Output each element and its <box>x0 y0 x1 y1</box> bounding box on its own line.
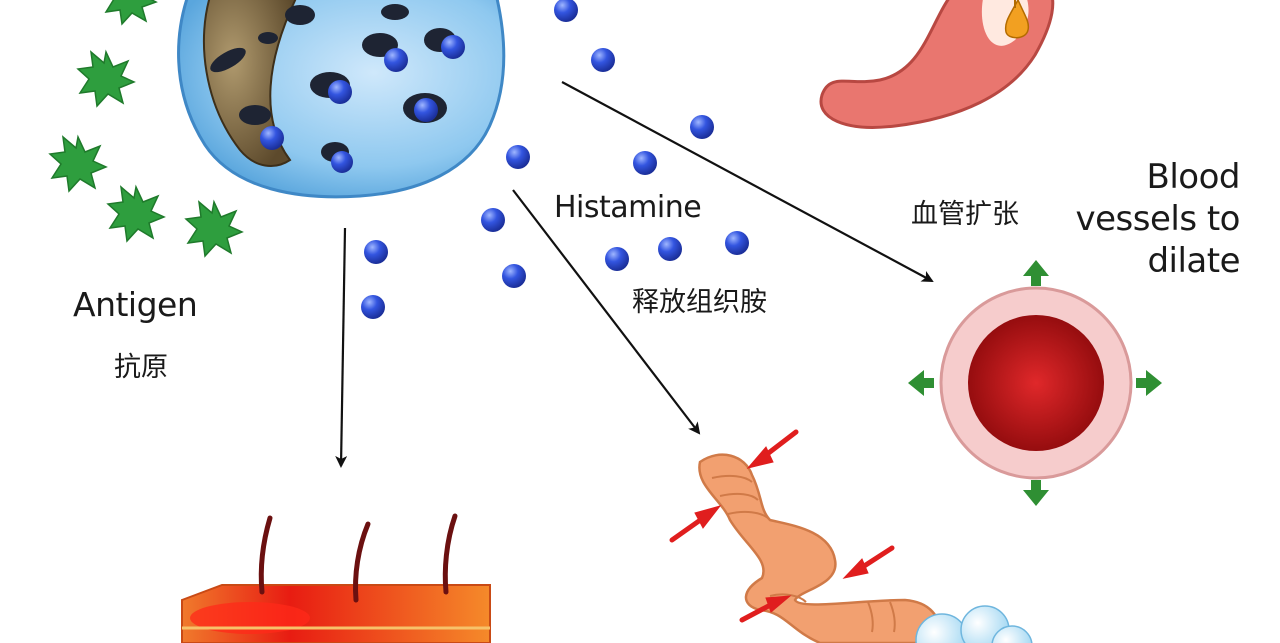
dilation-arrows <box>908 260 1162 506</box>
mast-cell <box>177 0 506 199</box>
histamine-dots <box>361 0 749 319</box>
blood-vessel <box>908 260 1162 506</box>
vessel-dilate-label-zh: 血管扩张 <box>911 199 1019 230</box>
antigen-particles <box>48 0 244 258</box>
histamine-label-zh: 释放组织胺 <box>632 287 767 318</box>
stomach-illustration <box>819 0 1055 129</box>
vessel-dilate-line: Blood <box>1146 157 1241 197</box>
histamine-label: Histamine <box>554 190 702 225</box>
antigen-label-zh: 抗原 <box>114 352 168 383</box>
alveoli <box>915 605 1033 643</box>
vessel-dilate-label: Blood vessels to dilate <box>1068 156 1241 282</box>
hairs <box>258 513 458 603</box>
constriction-arrows <box>669 429 895 623</box>
vessel-dilate-line: dilate <box>1147 241 1240 281</box>
antigen-label: Antigen <box>73 285 198 324</box>
pathway-arrows <box>335 81 934 468</box>
skin-illustration <box>181 513 491 643</box>
airway-illustration <box>669 429 1033 643</box>
granule-dots <box>260 35 465 173</box>
vessel-dilate-line: vessels to <box>1075 199 1241 239</box>
